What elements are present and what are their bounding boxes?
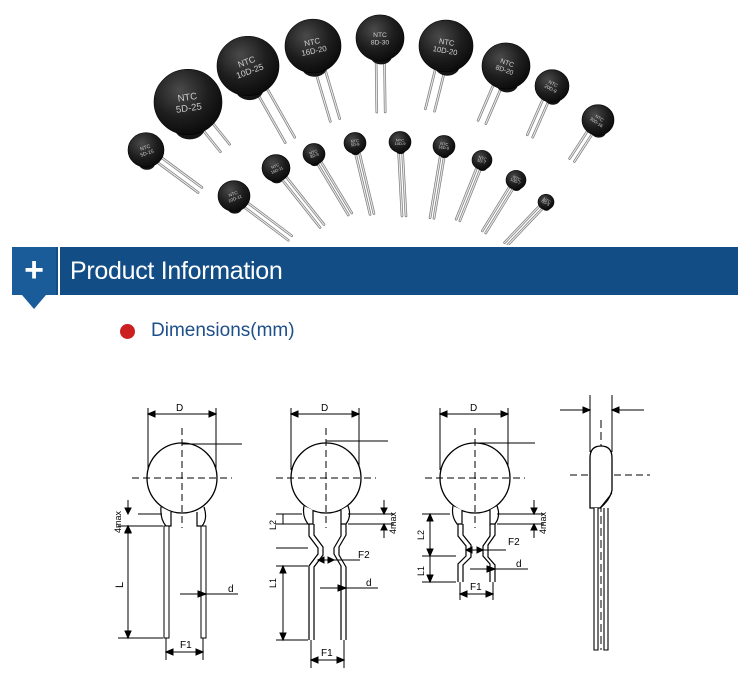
ntc-thermistor-part: NTC16D-9 [428,135,456,220]
ntc-thermistor-part: NTC5D-7 [454,150,493,223]
dim-label-d-diameter: D [176,403,183,414]
ntc-thermistor-part: NTC16D-11 [261,154,326,229]
part-marking: NTC16D-9 [438,141,451,151]
dim-label-d-lead: d [228,584,234,595]
ntc-thermistor-part: NTC8D-20 [476,42,531,125]
part-marking: NTC8D-9 [308,148,320,159]
part-marking: NTC5D-7 [477,154,489,165]
drawing-straight-leads: D 4max L d F1 [113,403,242,660]
banner-title: Product Information [70,257,283,285]
red-bullet-icon [120,324,135,339]
part-marking: NTC5D-9 [350,138,360,147]
ntc-thermistor-part: NTC10D-11 [217,180,293,242]
dimensions-title: Dimensions(mm) [151,320,295,341]
ntc-thermistor-part: NTC5D-9 [343,132,376,216]
dim-label-f1: F1 [180,640,192,651]
ntc-thermistor-part: NTC8D-5 [503,194,555,245]
banner-background [12,247,738,295]
part-marking: NTC5D-25 [174,91,203,116]
dim-label-l2-3: L2 [416,530,426,540]
dim-label-f1-2: F1 [321,648,333,659]
banner-tab-pointer [22,295,46,309]
ntc-thermistor-part: NTC5D-25 [153,69,231,154]
dim-label-d-diameter-2: D [321,403,328,414]
dim-label-f2-3: F2 [508,537,520,548]
ntc-thermistor-part: NTC5D-15 [127,132,204,194]
ntc-thermistor-part: NTC16D-20 [284,18,342,123]
part-marking: NTC16D-11 [268,161,284,175]
dim-label-l2: L2 [268,520,278,530]
dim-label-l1-3: L1 [416,566,426,576]
drawing-inner-kink-leads: D L2 L1 4max F2 d [268,403,398,668]
ntc-thermistor-part: NTC20D-9 [525,69,570,139]
drawing-short-kink-leads: D L2 L1 4max F2 d [416,403,548,600]
banner-divider [58,247,60,295]
dim-label-4max: 4max [113,510,123,533]
plus-icon: + [12,247,56,295]
part-marking: NTC10D-7 [509,174,523,186]
ntc-thermistor-part: NTC10D-25 [216,35,297,144]
dim-label-d-lead-3: d [516,559,522,570]
part-marking: NTC5D-15 [138,143,155,158]
ntc-thermistor-part: NTC30D-16 [568,104,615,163]
dim-label-d-lead-2: d [366,578,372,589]
dimension-drawings: D 4max L d F1 D [113,395,650,668]
dim-label-l: L [114,582,126,588]
product-information-banner: + Product Information [0,247,750,313]
part-marking: NTC10D-20 [432,36,459,58]
part-marking: NTC20D-9 [543,79,560,95]
dim-label-l1: L1 [268,578,278,588]
dim-label-4max-2: 4max [388,511,398,534]
dim-label-f2: F2 [358,550,370,561]
ntc-thermistor-part: NTC10D-7 [480,170,527,235]
part-marking: NTC8D-5 [541,196,553,207]
drawing-side-view [560,395,650,651]
dim-label-d-diameter-3: D [470,403,477,414]
ntc-thermistor-part: NTC10D-20 [418,19,474,113]
part-marking: NTC10D-11 [226,189,244,204]
ntc-thermistor-part: NTC8D-9 [302,143,354,217]
dim-label-4max-3: 4max [538,511,548,534]
dim-label-f1-3: F1 [470,582,482,593]
